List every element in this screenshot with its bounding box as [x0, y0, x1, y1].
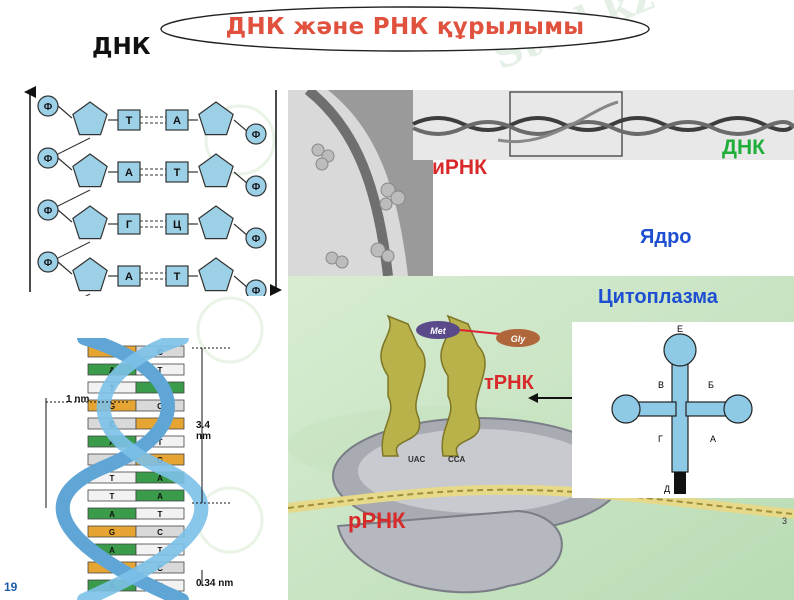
helix-base-right-label: A: [157, 474, 163, 483]
arm-label-a: А: [710, 434, 716, 444]
base-left-2-label: Г: [126, 219, 133, 231]
helix-base-left-label: A: [109, 510, 115, 519]
codon-1: UAC: [408, 455, 426, 464]
sugar-left-3: [72, 257, 108, 292]
helix-base-left-label: T: [110, 492, 115, 501]
sugar-right-3: [198, 257, 234, 292]
phosphate-left-2-label: Ф: [44, 206, 53, 217]
dna-strand-b: [412, 120, 794, 136]
phosphate-right-1-label: Ф: [252, 182, 261, 193]
base-left-3-label: А: [125, 271, 133, 283]
base-left-0-label: Т: [126, 115, 133, 127]
slide-title: ДНК және РНК құрылымы: [225, 14, 585, 40]
trna-cloverleaf-inset: Е В Б Г А Д: [572, 322, 794, 498]
scale-label-1nm: 1 nm: [66, 394, 90, 405]
dna-strand-a: [412, 116, 794, 132]
phosphate-left-3-label: Ф: [44, 258, 53, 269]
base-right-0-label: А: [173, 115, 181, 127]
title-oval-frame: [160, 6, 650, 52]
helix-base-right-label: C: [157, 402, 163, 411]
gly-label: Gly: [511, 334, 527, 344]
phosphate-left-1-label: Ф: [44, 154, 53, 165]
helix-base-right-label: T: [158, 366, 163, 375]
sugar-left-0: [72, 101, 108, 136]
phosphate-right-1: [245, 175, 267, 197]
helix-base-right: [135, 399, 185, 412]
phosphate-right-3: [245, 279, 267, 296]
sugar-right-2: [198, 205, 234, 240]
scale-label-0-34nm: 0.34 nm: [196, 578, 234, 589]
arm-label-v: В: [658, 380, 664, 390]
cytoplasm-label: Цитоплазма: [598, 286, 718, 308]
page-number: 19: [4, 580, 18, 594]
helix-base-left-label: G: [109, 528, 115, 537]
helix-base-left-label: G: [109, 402, 115, 411]
scale-label-3-4nm: 3.4 nm: [196, 420, 211, 442]
helix-base-left-label: A: [109, 546, 115, 555]
helix-base-right-label: C: [157, 528, 163, 537]
arm-label-b: Б: [708, 380, 714, 390]
base-right-1-label: Т: [174, 167, 181, 179]
helix-base-right: [135, 507, 185, 520]
helix-base-right: [135, 489, 185, 502]
arm-label-d: Д: [664, 484, 670, 494]
gly-amino-acid: [496, 329, 540, 347]
nucleus-label: Ядро: [640, 226, 692, 248]
helix-base-right-label: T: [158, 438, 163, 447]
base-right-3-label: Т: [174, 271, 181, 283]
d-loop: [611, 394, 641, 424]
anticodon-loop: [663, 333, 697, 367]
helix-base-right-label: A: [157, 492, 163, 501]
codon-2: CCA: [448, 455, 466, 464]
sugar-left-1: [72, 153, 108, 188]
phosphate-right-3-label: Ф: [252, 286, 261, 296]
acceptor-stem: [671, 361, 689, 473]
dna-schematic-diagram: Ф Т А Ф Ф А Т Ф Ф Г Ц Ф Ф А Т Ф: [24, 86, 282, 296]
helix-strand-2: [77, 338, 209, 600]
helix-strand-1: [55, 338, 189, 600]
figure-corner-number: 3: [782, 516, 788, 526]
phosphate-right-0-label: Ф: [252, 130, 261, 141]
dna-green-label: ДНК: [722, 136, 765, 159]
rrna-label: рРНК: [348, 508, 406, 533]
phosphate-left-0-label: Ф: [44, 102, 53, 113]
helix-base-left-label: T: [110, 474, 115, 483]
base-left-1: [117, 161, 141, 183]
met-amino-acid: [416, 321, 460, 339]
mrna-strand: [497, 100, 619, 144]
base-left-1-label: А: [125, 167, 133, 179]
helix-base-right-label: C: [157, 564, 163, 573]
sugar-right-1: [198, 153, 234, 188]
trna-molecule-1: [380, 314, 426, 457]
met-label: Met: [430, 326, 447, 336]
phosphate-right-2: [245, 227, 267, 249]
dna-side-label: ДНК: [92, 34, 151, 60]
arm-label-e: Е: [677, 324, 683, 334]
ribosome-small-subunit: [336, 509, 563, 594]
base-left-0: [117, 109, 141, 131]
nucleus-micrograph-panel: [288, 90, 794, 276]
base-left-2: [117, 213, 141, 235]
helix-base-left-label: A: [109, 366, 115, 375]
phosphate-right-0: [245, 123, 267, 145]
arm-label-g: Г: [658, 434, 663, 444]
base-left-3: [117, 265, 141, 287]
sugar-right-0: [198, 101, 234, 136]
sugar-left-2: [72, 205, 108, 240]
trna-label: тРНК: [484, 372, 534, 394]
phosphate-right-2-label: Ф: [252, 234, 261, 245]
base-right-2-label: Ц: [173, 219, 181, 231]
helix-base-right-label: T: [158, 510, 163, 519]
t-loop: [723, 394, 753, 424]
cca-end: [674, 472, 686, 494]
helix-base-right-label: T: [158, 546, 163, 555]
mrna-label: иРНК: [432, 156, 487, 179]
